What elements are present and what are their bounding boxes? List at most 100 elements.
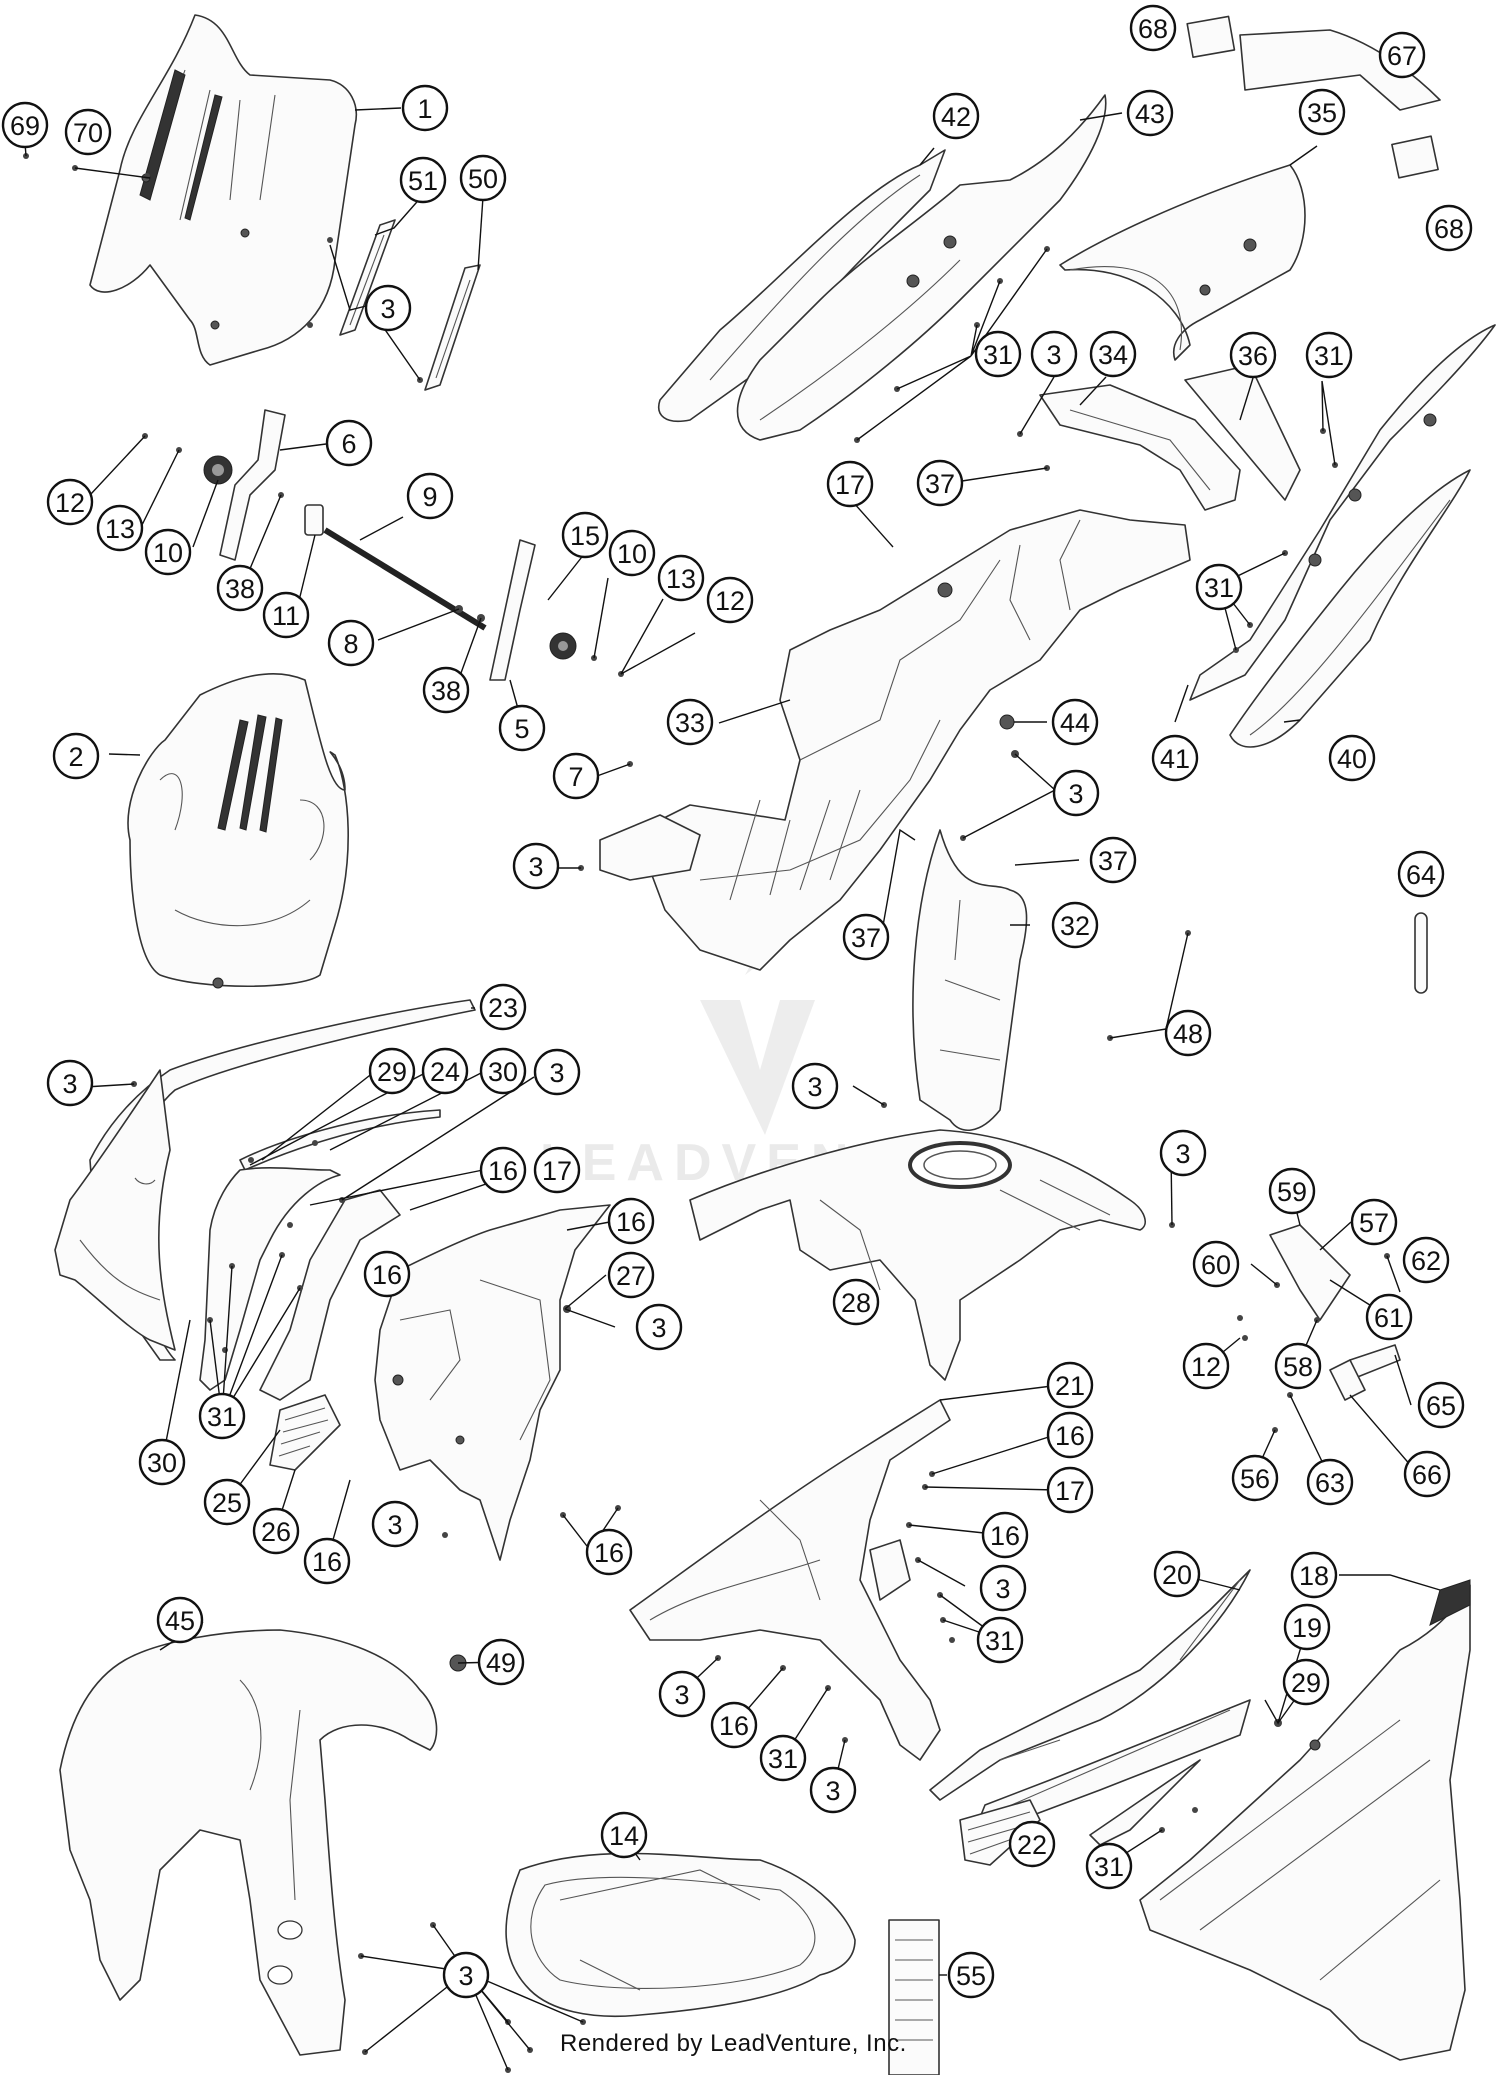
callout-circle	[561, 511, 609, 559]
callout-3l: 3	[658, 1670, 706, 1718]
callout-circle	[477, 1638, 525, 1686]
callout-30b: 30	[138, 1438, 186, 1486]
callout-57: 57	[1350, 1198, 1398, 1246]
callout-67: 67	[1378, 31, 1426, 79]
callout-6: 6	[325, 419, 373, 467]
callout-label: 11	[272, 601, 300, 631]
callout-label: 29	[1291, 1668, 1321, 1698]
callout-3k: 3	[979, 1564, 1027, 1612]
callout-31b: 31	[1305, 331, 1353, 379]
callout-label: 3	[1046, 340, 1061, 370]
callout-circle	[1305, 331, 1353, 379]
callout-circle	[706, 576, 754, 624]
callout-label: 32	[1060, 911, 1090, 941]
callout-circle	[1229, 331, 1277, 379]
callout-circle	[552, 752, 600, 800]
callout-circle	[512, 842, 560, 890]
callout-17a: 17	[826, 460, 874, 508]
callout-13b: 13	[657, 554, 705, 602]
callout-label: 35	[1307, 98, 1337, 128]
callout-label: 21	[1055, 1371, 1085, 1401]
callout-33: 33	[666, 698, 714, 746]
callout-16f: 16	[1046, 1411, 1094, 1459]
part-43-side-panel	[736, 94, 1107, 441]
callout-circle	[459, 154, 507, 202]
callout-circle	[710, 1701, 758, 1749]
callout-circle	[608, 529, 656, 577]
callout-label: 31	[1094, 1852, 1124, 1882]
callout-16h: 16	[710, 1701, 758, 1749]
callout-38a: 38	[216, 564, 264, 612]
callout-circle	[1008, 1820, 1056, 1868]
callout-19: 19	[1283, 1603, 1331, 1651]
callout-label: 65	[1426, 1391, 1456, 1421]
callout-circle	[203, 1478, 251, 1526]
callout-label: 19	[1292, 1613, 1322, 1643]
callout-16e: 16	[585, 1528, 633, 1576]
callout-circle	[1046, 1466, 1094, 1514]
part-55-vent	[888, 1919, 940, 2076]
callout-label: 14	[609, 1821, 639, 1851]
callout-61: 61	[1365, 1293, 1413, 1341]
callout-circle	[1151, 734, 1199, 782]
callout-label: 23	[488, 993, 518, 1023]
callout-label: 70	[73, 118, 103, 148]
callout-1: 1	[401, 84, 449, 132]
part-21-center-fairing	[629, 1399, 951, 1761]
callout-label: 41	[1160, 744, 1190, 774]
callout-label: 31	[768, 1744, 798, 1774]
callout-label: 3	[674, 1680, 689, 1710]
callout-circle	[1030, 330, 1078, 378]
callout-label: 31	[1314, 341, 1344, 371]
callout-36: 36	[1229, 331, 1277, 379]
callout-circle	[1365, 1293, 1413, 1341]
callout-label: 10	[617, 539, 647, 569]
callout-circle	[585, 1528, 633, 1576]
callout-label: 3	[528, 852, 543, 882]
callout-label: 12	[55, 488, 85, 518]
part-50-bracket	[424, 264, 481, 391]
callout-circle	[198, 1392, 246, 1440]
callout-28: 28	[832, 1278, 880, 1326]
callout-circle	[1350, 1198, 1398, 1246]
callout-circle	[607, 1197, 655, 1245]
part-41-side-panel	[1189, 324, 1496, 701]
callout-label: 9	[422, 482, 437, 512]
callout-circle	[327, 619, 375, 667]
callout-label: 15	[570, 521, 600, 551]
callout-48: 48	[1164, 1009, 1212, 1057]
callout-circle	[421, 1047, 469, 1095]
callout-circle	[1298, 88, 1346, 136]
callout-circle	[1195, 563, 1243, 611]
callout-38b: 38	[422, 666, 470, 714]
callout-24: 24	[421, 1047, 469, 1095]
callout-circle	[809, 1766, 857, 1814]
callout-69: 69	[1, 101, 49, 149]
callout-label: 3	[387, 1510, 402, 1540]
callout-circle	[1397, 850, 1445, 898]
callout-label: 69	[10, 111, 40, 141]
callout-29a: 29	[368, 1047, 416, 1095]
part-32-mud-flap	[912, 829, 1028, 1132]
callout-circle	[303, 1537, 351, 1585]
callout-10b: 10	[608, 529, 656, 577]
callout-circle	[498, 704, 546, 752]
callout-label: 16	[488, 1156, 518, 1186]
callout-circle	[759, 1734, 807, 1782]
callout-16a: 16	[479, 1146, 527, 1194]
callout-18: 18	[1290, 1551, 1338, 1599]
callout-label: 48	[1173, 1019, 1203, 1049]
part-64-strap	[1414, 912, 1428, 994]
callout-3j: 3	[371, 1500, 419, 1548]
callout-circle	[138, 1438, 186, 1486]
callout-label: 67	[1387, 41, 1417, 71]
callout-37c: 37	[842, 913, 890, 961]
part-25-inner-fairing	[199, 1166, 401, 1401]
callout-circle	[658, 1670, 706, 1718]
callout-circle	[422, 666, 470, 714]
callout-31e: 31	[976, 1616, 1024, 1664]
callout-3b: 3	[1030, 330, 1078, 378]
callout-circle	[1268, 1167, 1316, 1215]
callout-circle	[666, 698, 714, 746]
callout-circle	[916, 459, 964, 507]
